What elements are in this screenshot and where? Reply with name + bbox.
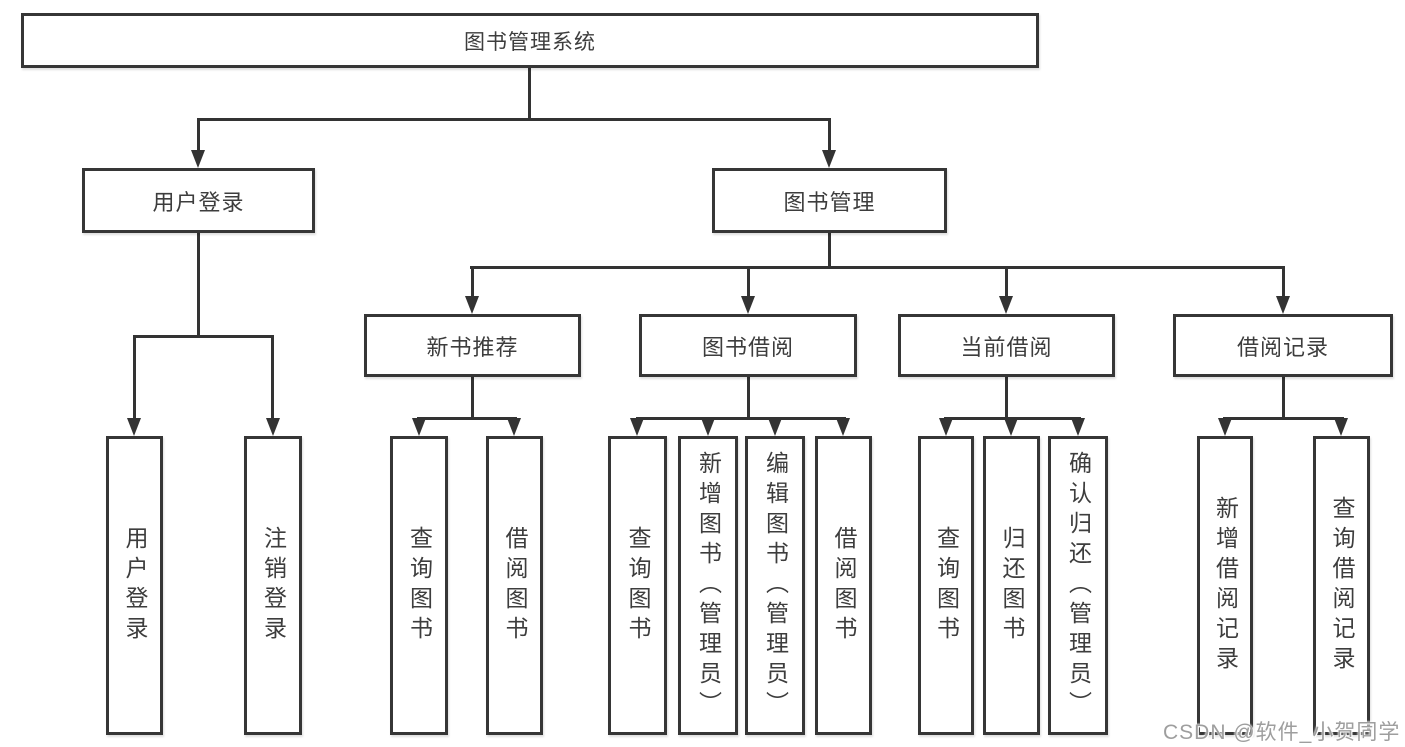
node-root-label: 图书管理系统 xyxy=(464,30,596,54)
arrow-down-icon xyxy=(836,418,850,436)
leaf-edit-books-admin: 编辑图书（管理员） xyxy=(745,436,805,735)
leaf-query-books-3-label: 查询图书 xyxy=(933,525,960,646)
arrow-down-icon xyxy=(701,418,715,436)
connector-level3-fork xyxy=(470,266,1285,269)
node-user-login: 用户登录 xyxy=(82,168,315,233)
leaf-borrow-books-1-label: 借阅图书 xyxy=(502,525,528,646)
connector-branch4-fork xyxy=(1223,417,1344,420)
leaf-query-borrow-record: 查询借阅记录 xyxy=(1313,436,1370,735)
leaf-confirm-return-admin-label: 确认归还（管理员） xyxy=(1065,450,1092,721)
connector-book-management-stem xyxy=(828,233,831,269)
connector-user-login-fork xyxy=(133,335,274,338)
leaf-logout: 注销登录 xyxy=(244,436,302,735)
leaf-query-books-1-label: 查询图书 xyxy=(406,525,433,646)
arrow-down-icon xyxy=(1218,418,1232,436)
arrow-down-icon xyxy=(741,296,755,314)
arrow-down-icon xyxy=(1004,418,1018,436)
arrow-down-icon xyxy=(1334,418,1348,436)
arrow-down-icon xyxy=(768,418,782,436)
arrow-down-icon xyxy=(822,150,836,168)
node-current-borrow: 当前借阅 xyxy=(898,314,1115,377)
leaf-add-borrow-record-label: 新增借阅记录 xyxy=(1212,495,1239,676)
connector-branch2-fork xyxy=(636,417,846,420)
connector-root-fork xyxy=(197,118,831,121)
connector-to-branch xyxy=(471,266,474,297)
leaf-add-books-admin-label: 新增图书（管理员） xyxy=(695,450,722,721)
leaf-return-books-label: 归还图书 xyxy=(999,525,1025,646)
connector-user-login-stem xyxy=(197,233,200,337)
connector-branch3-stem xyxy=(1005,377,1008,420)
connector-root-stem xyxy=(528,68,531,120)
arrow-down-icon xyxy=(1276,296,1290,314)
connector-branch1-fork xyxy=(417,417,517,420)
node-new-book-recommend: 新书推荐 xyxy=(364,314,581,377)
leaf-query-borrow-record-label: 查询借阅记录 xyxy=(1329,495,1355,676)
leaf-query-books-3: 查询图书 xyxy=(918,436,974,735)
connector-to-branch xyxy=(747,266,750,297)
connector-to-branch xyxy=(1282,266,1285,297)
leaf-add-books-admin: 新增图书（管理员） xyxy=(678,436,738,735)
arrow-down-icon xyxy=(999,296,1013,314)
csdn-watermark: CSDN @软件_小贺同学 xyxy=(1163,721,1401,744)
leaf-user-login-label: 用户登录 xyxy=(122,525,148,646)
arrow-down-icon xyxy=(465,296,479,314)
connector-to-leaf xyxy=(133,335,136,419)
leaf-query-books-1: 查询图书 xyxy=(390,436,448,735)
connector-to-user-login xyxy=(197,118,200,152)
node-borrow-records: 借阅记录 xyxy=(1173,314,1393,377)
leaf-add-borrow-record: 新增借阅记录 xyxy=(1197,436,1253,735)
node-book-management-label: 图书管理 xyxy=(783,189,876,215)
leaf-borrow-books-2-label: 借阅图书 xyxy=(831,525,857,646)
leaf-user-login: 用户登录 xyxy=(106,436,163,735)
leaf-edit-books-admin-label: 编辑图书（管理员） xyxy=(762,450,789,721)
arrow-down-icon xyxy=(939,418,953,436)
node-current-borrow-label: 当前借阅 xyxy=(960,334,1053,360)
arrow-down-icon xyxy=(266,418,280,436)
leaf-borrow-books-2: 借阅图书 xyxy=(815,436,872,735)
connector-branch2-stem xyxy=(747,377,750,420)
arrow-down-icon xyxy=(630,418,644,436)
connector-branch4-stem xyxy=(1282,377,1285,420)
connector-to-branch xyxy=(1005,266,1008,297)
connector-to-book-management xyxy=(828,118,831,152)
node-book-borrow: 图书借阅 xyxy=(639,314,857,377)
node-user-login-label: 用户登录 xyxy=(152,189,245,215)
leaf-confirm-return-admin: 确认归还（管理员） xyxy=(1048,436,1108,735)
node-new-book-recommend-label: 新书推荐 xyxy=(426,334,519,360)
leaf-query-books-2-label: 查询图书 xyxy=(625,525,651,646)
node-root: 图书管理系统 xyxy=(21,13,1039,68)
leaf-logout-label: 注销登录 xyxy=(260,525,287,646)
arrow-down-icon xyxy=(507,418,521,436)
node-book-borrow-label: 图书借阅 xyxy=(701,334,794,360)
node-borrow-records-label: 借阅记录 xyxy=(1236,334,1329,360)
connector-to-leaf xyxy=(271,335,274,419)
connector-branch1-stem xyxy=(471,377,474,420)
node-book-management: 图书管理 xyxy=(712,168,947,233)
leaf-query-books-2: 查询图书 xyxy=(608,436,667,735)
leaf-borrow-books-1: 借阅图书 xyxy=(486,436,543,735)
arrow-down-icon xyxy=(127,418,141,436)
arrow-down-icon xyxy=(1071,418,1085,436)
arrow-down-icon xyxy=(412,418,426,436)
leaf-return-books: 归还图书 xyxy=(983,436,1040,735)
arrow-down-icon xyxy=(191,150,205,168)
